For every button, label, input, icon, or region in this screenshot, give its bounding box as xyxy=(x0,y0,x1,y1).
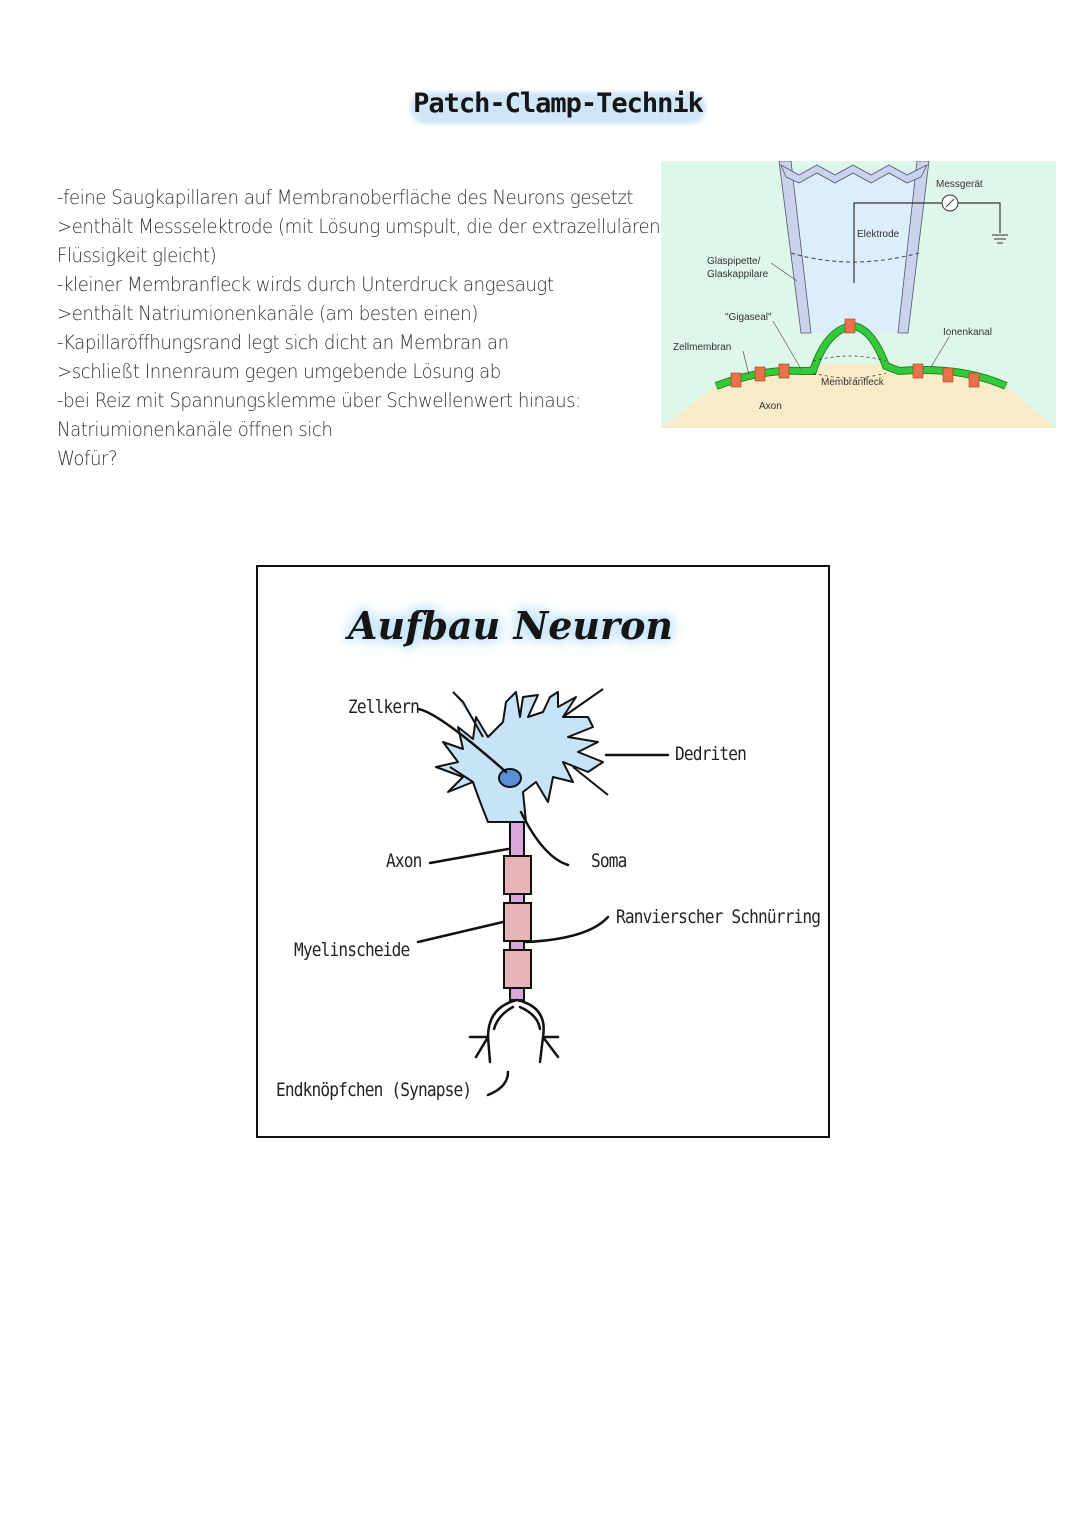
label-dendriten: Dedriten xyxy=(675,743,747,765)
label-axon: Axon xyxy=(386,850,422,872)
note-line: >enthält Natriumionenkanäle (am besten e… xyxy=(57,302,478,325)
label-messgeraet: Messgerät xyxy=(936,179,983,190)
label-zellmembran: Zellmembran xyxy=(673,342,732,353)
label-myelin: Myelinscheide xyxy=(294,939,410,961)
label-gigaseal: "Gigaseal" xyxy=(725,312,772,323)
label-soma: Soma xyxy=(591,850,627,872)
patch-clamp-diagram: Messgerät Elektrode Glaspipette/ Glaskap… xyxy=(661,161,1056,428)
patch-clamp-drawing xyxy=(661,161,1056,428)
note-line: -feine Saugkapillaren auf Membranoberflä… xyxy=(57,186,634,209)
note-line: Wofür? xyxy=(57,447,118,470)
notes-text: -feine Saugkapillaren auf Membranoberflä… xyxy=(57,183,661,473)
neuron-diagram-box: Aufbau Neuron Zellkern Dedriten Axon Som… xyxy=(256,565,830,1138)
label-elektrode: Elektrode xyxy=(857,229,900,240)
label-ranvier: Ranvierscher Schnürring xyxy=(616,906,821,928)
label-ionenkanal: Ionenkanal xyxy=(943,327,992,338)
title-highlight xyxy=(410,92,706,124)
label-glaspipette: Glaspipette/ xyxy=(707,256,761,267)
note-line: -Kapillaröffhungsrand legt sich dicht an… xyxy=(57,331,509,354)
label-endknoepfchen: Endknöpfchen (Synapse) xyxy=(276,1079,472,1101)
note-line: -kleiner Membranfleck wirds durch Unterd… xyxy=(57,273,554,296)
label-axon: Axon xyxy=(759,401,782,412)
note-line: -bei Reiz mit Spannungsklemme über Schwe… xyxy=(57,389,581,412)
label-glaskapillare: Glaskappilare xyxy=(707,269,769,280)
label-zellkern: Zellkern xyxy=(348,696,420,718)
note-line: Natriumionenkanäle öffnen sich xyxy=(57,418,333,441)
page-title: Patch-Clamp-Technik xyxy=(410,88,706,130)
label-membranfleck: Membranfleck xyxy=(821,377,884,388)
neuron-drawing xyxy=(416,688,670,1097)
note-line: >schließt Innenraum gegen umgebende Lösu… xyxy=(57,360,501,383)
neuron-title: Aufbau Neuron xyxy=(348,603,674,648)
note-line: Flüssigkeit gleicht) xyxy=(57,244,217,267)
note-line: >enthält Messselektrode (mit Lösung umsp… xyxy=(57,215,661,238)
